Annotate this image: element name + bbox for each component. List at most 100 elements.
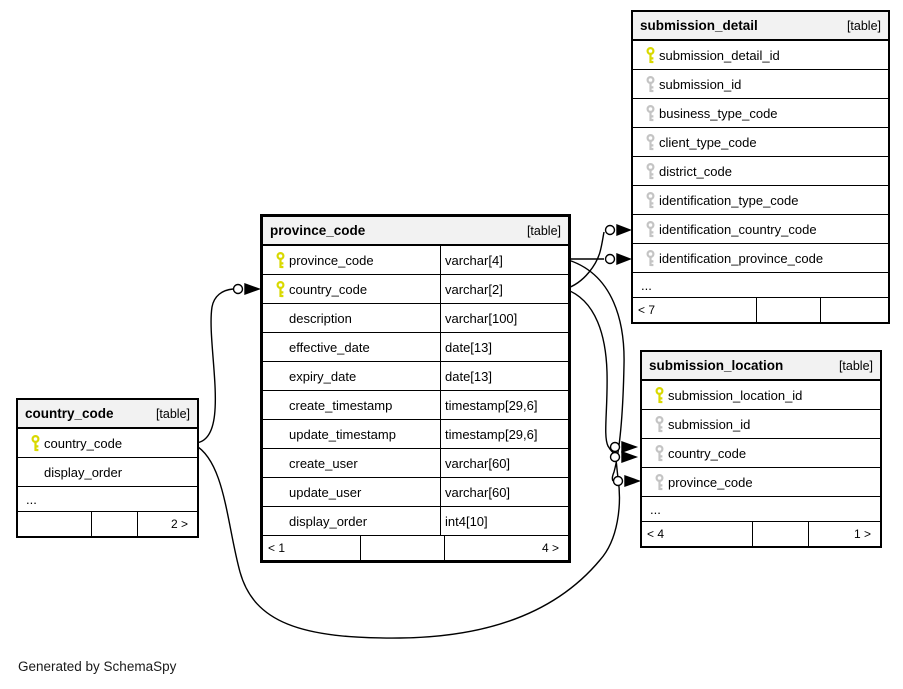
foreign-key-icon xyxy=(641,75,659,93)
table-type-badge: [table] xyxy=(846,18,881,33)
table-header: province_code[table] xyxy=(263,217,568,246)
column-name: create_user xyxy=(289,455,358,471)
foreign-key-icon xyxy=(641,162,659,180)
column-name-cell: business_type_code xyxy=(633,99,888,127)
column-type: varchar[4] xyxy=(440,246,568,274)
column-type: varchar[60] xyxy=(440,449,568,477)
table-title[interactable]: province_code xyxy=(270,223,366,238)
column-row-country_code: country_code varchar[2] xyxy=(263,275,568,304)
column-name: country_code xyxy=(289,281,368,297)
foreign-key-icon xyxy=(641,191,659,209)
column-name: update_timestamp xyxy=(289,426,396,442)
column-name-cell: country_code xyxy=(642,439,880,467)
column-name-cell: effective_date xyxy=(263,333,440,361)
primary-key-icon xyxy=(26,434,44,452)
column-name: submission_id xyxy=(659,76,742,92)
column-name: identification_country_code xyxy=(659,221,817,237)
column-name-cell: submission_detail_id xyxy=(633,41,888,69)
column-name-cell: submission_id xyxy=(633,70,888,98)
more-columns-row: ... xyxy=(633,273,888,298)
column-row-submission_detail_id: submission_detail_id xyxy=(633,41,888,70)
column-name: country_code xyxy=(44,435,123,451)
column-name-cell: identification_province_code xyxy=(633,244,888,272)
column-name: submission_detail_id xyxy=(659,47,780,63)
column-name: expiry_date xyxy=(289,368,357,384)
incoming-count-cell: < 7 xyxy=(638,303,656,317)
column-name: identification_province_code xyxy=(659,250,824,266)
column-name: business_type_code xyxy=(659,105,778,121)
table-header: submission_location [table] xyxy=(642,352,880,381)
outgoing-count-cell xyxy=(820,298,884,322)
footer-spacer-cell xyxy=(756,298,820,322)
column-name-cell: create_user xyxy=(263,449,440,477)
column-row-country_code: country_code xyxy=(642,439,880,468)
relationship-path xyxy=(194,288,234,444)
primary-key-icon xyxy=(271,280,289,298)
column-name-cell: country_code xyxy=(18,429,197,457)
table-type-badge: [table] xyxy=(838,358,873,373)
table-title[interactable]: submission_detail xyxy=(640,18,758,33)
incoming-count-cell xyxy=(18,512,91,536)
relationship-path xyxy=(564,288,616,455)
primary-key-icon xyxy=(641,46,659,64)
relationship-path xyxy=(564,258,625,482)
incoming-count-cell: < 1 xyxy=(268,541,286,555)
column-name: client_type_code xyxy=(659,134,757,150)
column-name: province_code xyxy=(289,252,374,268)
column-row-identification_province_code: identification_province_code xyxy=(633,244,888,273)
table-title[interactable]: submission_location xyxy=(649,358,784,373)
column-name-cell: display_order xyxy=(263,507,440,535)
more-columns-row: ... xyxy=(642,497,880,522)
table-type-badge: [table] xyxy=(155,406,190,421)
column-row-district_code: district_code xyxy=(633,157,888,186)
foreign-key-icon xyxy=(641,104,659,122)
column-name-cell: identification_country_code xyxy=(633,215,888,243)
table-title[interactable]: country_code xyxy=(25,406,114,421)
column-name-cell: district_code xyxy=(633,157,888,185)
column-row-expiry_date: expiry_date date[13] xyxy=(263,362,568,391)
column-name: submission_id xyxy=(668,416,751,432)
column-name-cell: province_code xyxy=(263,246,440,274)
relationship-count-footer: < 7 xyxy=(633,298,888,322)
column-row-identification_country_code: identification_country_code xyxy=(633,215,888,244)
relationship-count-footer: < 1 4 > xyxy=(263,536,568,560)
incoming-count-cell: < 4 xyxy=(647,527,665,541)
column-type: int4[10] xyxy=(440,507,568,535)
column-type: timestamp[29,6] xyxy=(440,391,568,419)
column-name: effective_date xyxy=(289,339,370,355)
footer-spacer-cell xyxy=(752,522,808,546)
column-name: district_code xyxy=(659,163,732,179)
column-name: description xyxy=(289,310,352,326)
column-name-cell: update_user xyxy=(263,478,440,506)
outgoing-count-cell: 2 > xyxy=(137,512,193,536)
column-row-submission_id: submission_id xyxy=(642,410,880,439)
table-submission_detail[interactable]: submission_detail [table] submission_detai… xyxy=(631,10,890,324)
foreign-key-icon xyxy=(650,473,668,491)
column-row-identification_type_code: identification_type_code xyxy=(633,186,888,215)
column-row-province_code: province_code xyxy=(642,468,880,497)
column-row-country_code: country_code xyxy=(18,429,197,458)
column-type: varchar[2] xyxy=(440,275,568,303)
column-name-cell: display_order xyxy=(18,458,197,486)
table-submission_location[interactable]: submission_location[table]submission_loc… xyxy=(640,350,882,548)
column-row-create_user: create_user varchar[60] xyxy=(263,449,568,478)
column-name-cell: description xyxy=(263,304,440,332)
table-country_code[interactable]: country_code [table] country_code display_o… xyxy=(16,398,199,538)
column-name: update_user xyxy=(289,484,362,500)
footer-spacer-cell xyxy=(91,512,137,536)
column-name: submission_location_id xyxy=(668,387,803,403)
column-row-province_code: province_code varchar[4] xyxy=(263,246,568,275)
outgoing-count-cell: 4 > xyxy=(444,536,564,560)
column-row-submission_location_id: submission_location_id xyxy=(642,381,880,410)
column-type: date[13] xyxy=(440,362,568,390)
column-name: province_code xyxy=(668,474,753,490)
column-name-cell: country_code xyxy=(263,275,440,303)
